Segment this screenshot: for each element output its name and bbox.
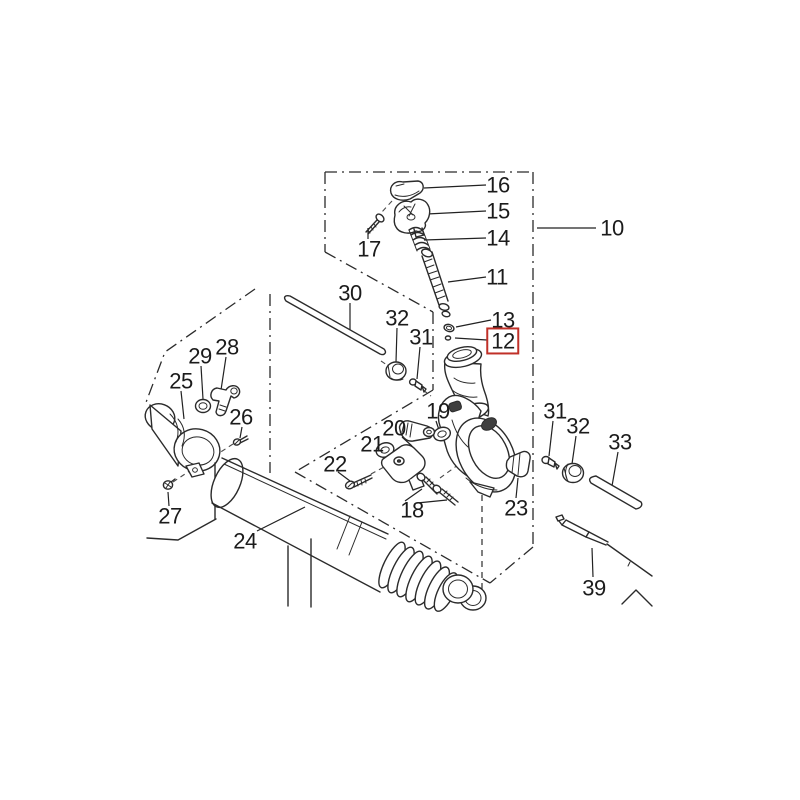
part-32-left bbox=[385, 361, 407, 381]
part-26-screw bbox=[232, 435, 249, 446]
part-label-13: 13 bbox=[491, 307, 515, 333]
part-13-ring bbox=[443, 323, 455, 333]
part-30-rod bbox=[283, 295, 387, 356]
part-label-32-left: 32 bbox=[385, 305, 409, 331]
part-label-20: 20 bbox=[382, 415, 406, 441]
part-15-cam bbox=[393, 198, 431, 238]
part-label-28: 28 bbox=[215, 334, 239, 360]
part-label-27: 27 bbox=[158, 503, 182, 529]
left-assembly bbox=[144, 385, 249, 490]
part-39-cable bbox=[555, 514, 653, 577]
corner-piece bbox=[621, 589, 653, 607]
grip-housing-assembly bbox=[344, 346, 531, 506]
part-24-tube bbox=[210, 457, 487, 612]
part-32-right bbox=[561, 462, 585, 484]
part-label-29: 29 bbox=[188, 343, 212, 369]
part-label-32-right: 32 bbox=[566, 413, 590, 439]
part-23-knob bbox=[505, 450, 531, 478]
part-11-shaft bbox=[420, 248, 451, 318]
part-label-11: 11 bbox=[486, 264, 508, 290]
part-label-19: 19 bbox=[426, 398, 450, 424]
panel-lines bbox=[287, 538, 312, 608]
part-label-21: 21 bbox=[360, 431, 384, 457]
right-parts bbox=[541, 455, 653, 577]
part-label-33: 33 bbox=[608, 429, 632, 455]
part-25-tube bbox=[144, 403, 221, 478]
boundary-lines bbox=[144, 171, 534, 592]
rod-30-group bbox=[283, 295, 427, 393]
part-12-washer bbox=[444, 335, 452, 341]
upper-assembly bbox=[365, 180, 455, 341]
part-label-12: 12 bbox=[486, 327, 520, 355]
part-label-24: 24 bbox=[233, 528, 257, 554]
part-label-18: 18 bbox=[400, 497, 424, 523]
part-16-cap bbox=[389, 180, 424, 201]
part-label-14: 14 bbox=[486, 225, 510, 251]
part-21-block bbox=[380, 444, 426, 491]
part-label-10: 10 bbox=[600, 215, 624, 241]
part-18-screws bbox=[416, 472, 459, 506]
part-label-16: 16 bbox=[486, 172, 510, 198]
part-label-30: 30 bbox=[338, 280, 362, 306]
part-label-31-right: 31 bbox=[543, 398, 567, 424]
part-label-39: 39 bbox=[582, 575, 606, 601]
part-19-disc bbox=[432, 426, 452, 442]
part-33-rod bbox=[588, 475, 643, 510]
panel-corner bbox=[146, 518, 217, 541]
part-label-23: 23 bbox=[504, 495, 528, 521]
part-14-spring bbox=[408, 226, 431, 252]
part-label-26: 26 bbox=[229, 404, 253, 430]
housing-body bbox=[437, 394, 517, 498]
part-label-31-left: 31 bbox=[409, 324, 433, 350]
part-28-lever bbox=[210, 385, 241, 417]
part-label-15: 15 bbox=[486, 198, 510, 224]
part-29-oring bbox=[194, 398, 212, 414]
leader-lines bbox=[167, 184, 619, 578]
part-label-17: 17 bbox=[357, 236, 381, 262]
part-17-screw bbox=[365, 213, 385, 235]
part-31-left bbox=[408, 378, 427, 393]
part-22-screw bbox=[344, 474, 373, 490]
part-27-screw bbox=[162, 478, 176, 490]
part-20-lever bbox=[398, 420, 436, 442]
part-label-25: 25 bbox=[169, 368, 193, 394]
tube-24-group bbox=[146, 457, 487, 612]
part-31-right bbox=[541, 455, 560, 470]
part-label-22: 22 bbox=[323, 451, 347, 477]
